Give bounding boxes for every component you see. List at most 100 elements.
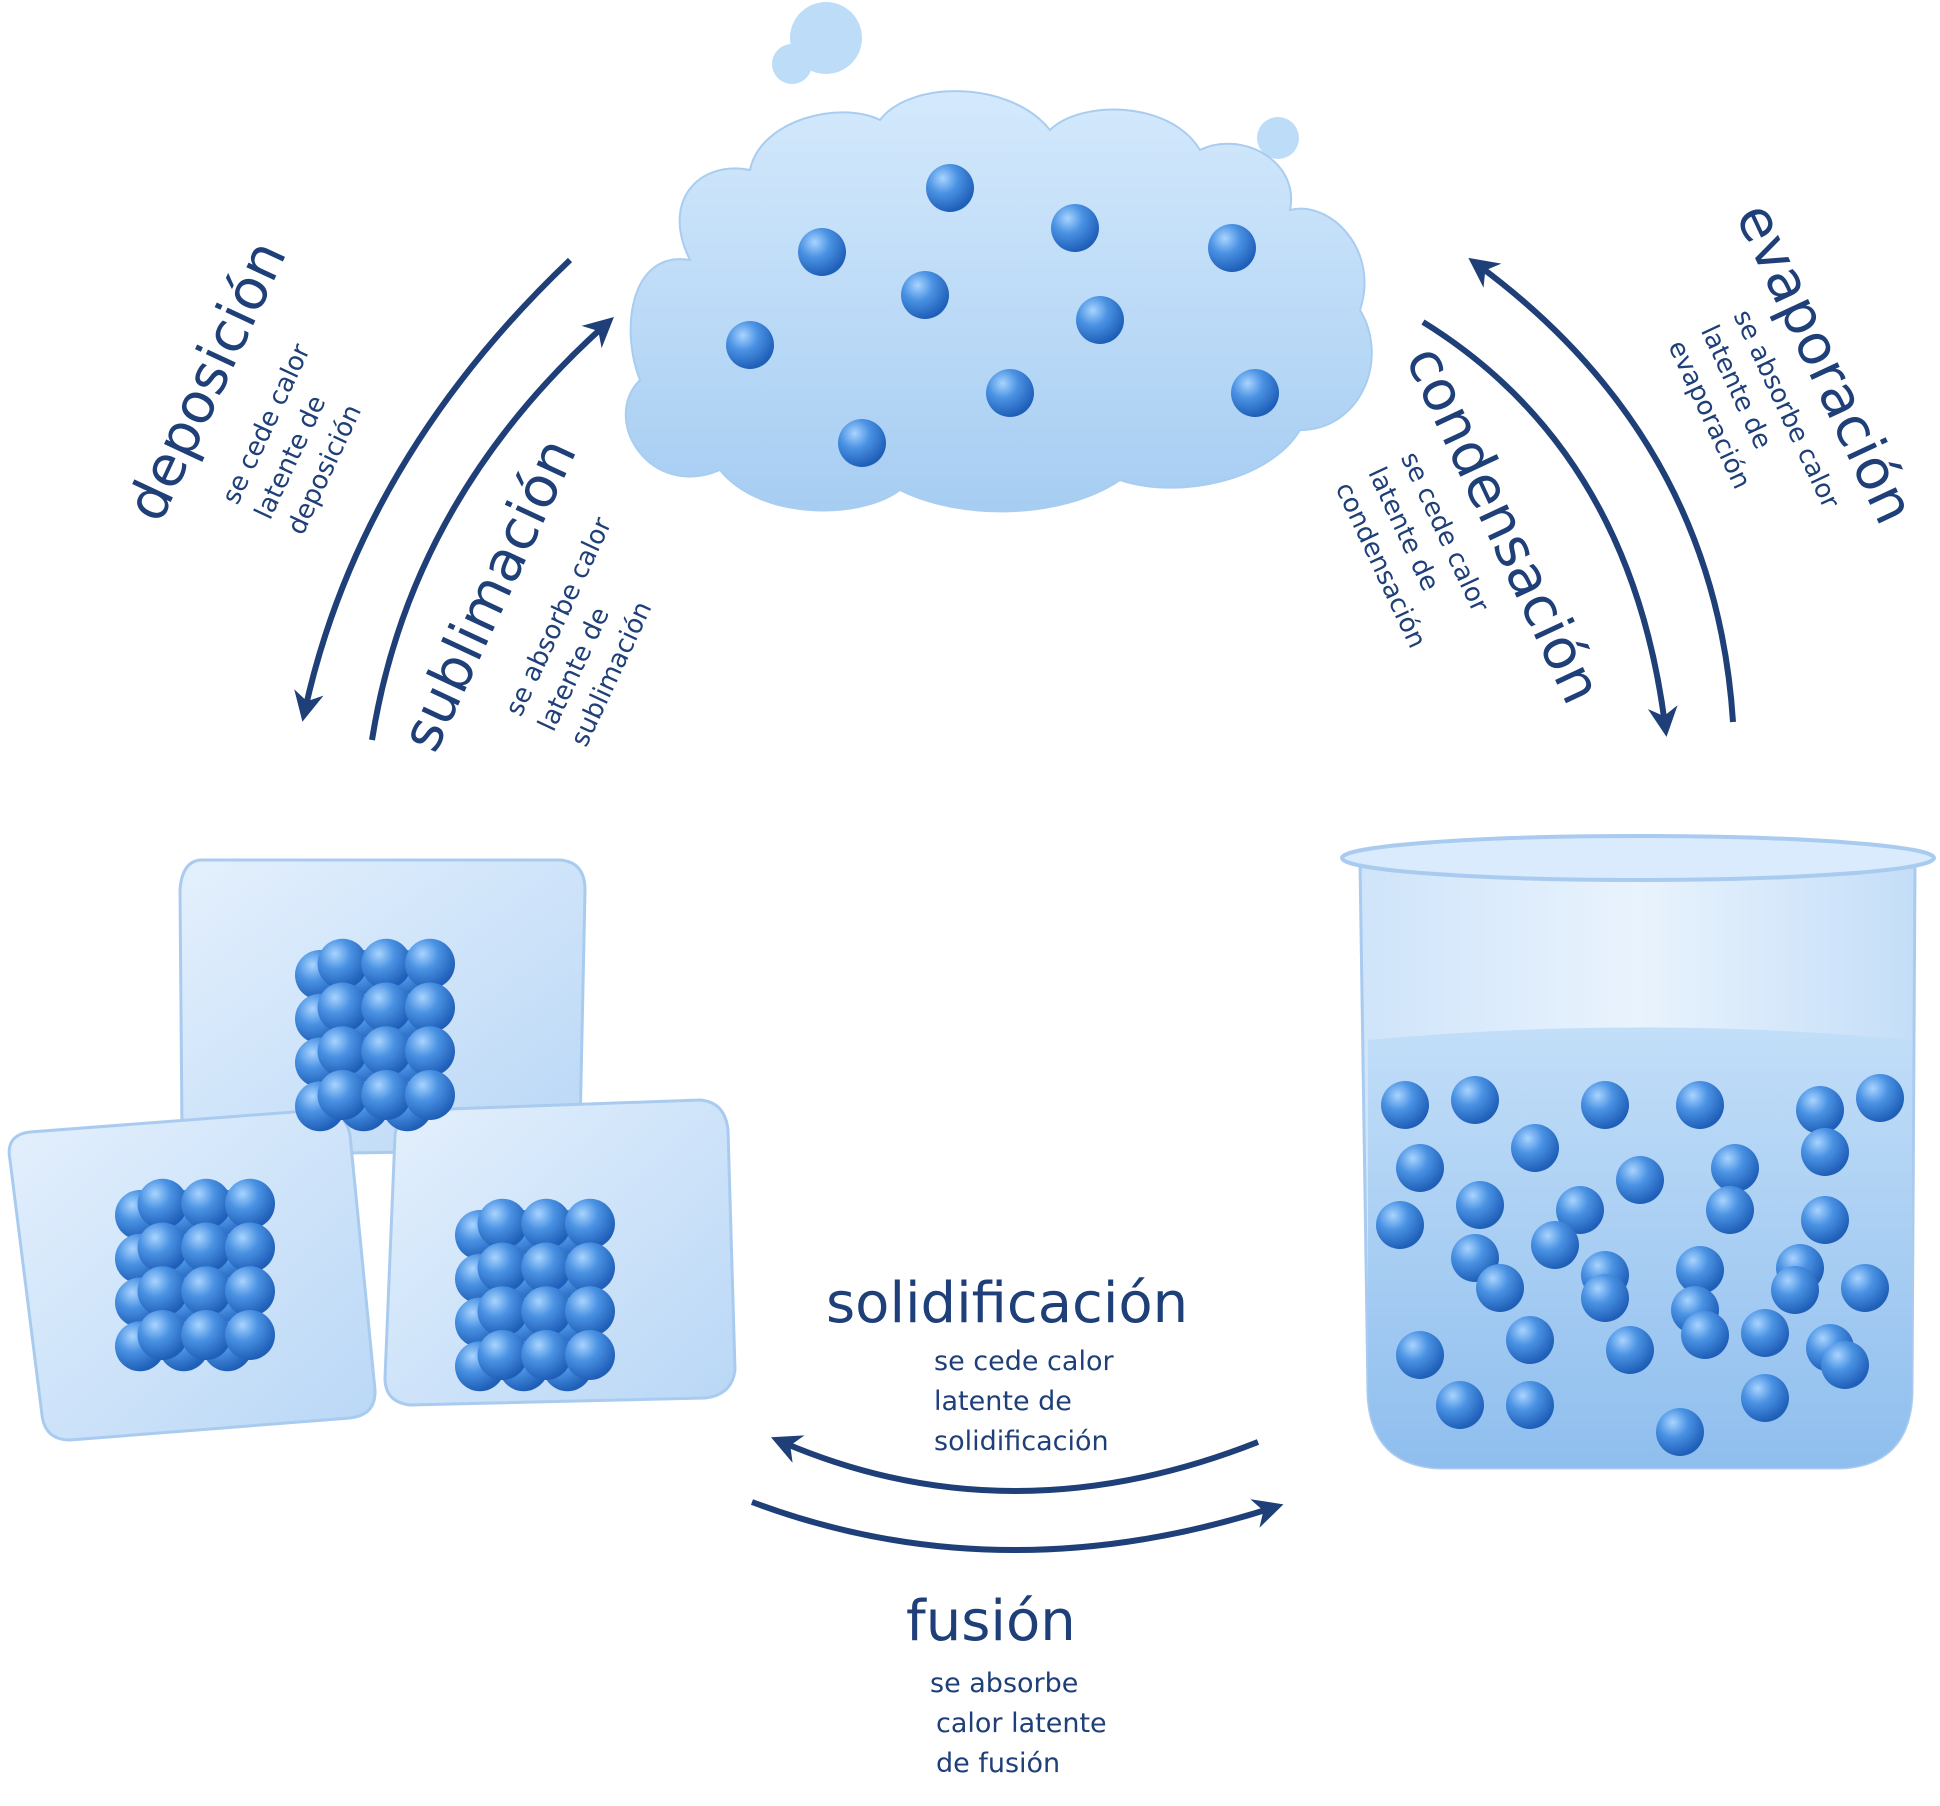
liquid-molecule [1381,1081,1429,1129]
liquid-molecule [1456,1181,1504,1229]
liquid-molecule [1741,1374,1789,1422]
liquid-molecule [1676,1246,1724,1294]
liquid-molecule [1616,1156,1664,1204]
liquid-molecule [1856,1074,1904,1122]
liquid-molecule [1556,1186,1604,1234]
solid-molecule [317,1026,368,1077]
liquid-molecule [1606,1326,1654,1374]
solid-molecule [565,1198,615,1249]
gas-molecule [1051,204,1099,252]
gas-molecule [838,419,886,467]
solid-molecule [521,1198,572,1249]
solid-molecule [137,1310,188,1360]
solid-molecule [225,1266,275,1317]
label-fusion: fusión se absorbe calor latente de fusió… [906,1589,1107,1779]
liquid-molecule [1801,1196,1849,1244]
solid-molecule [361,1070,412,1120]
fusion-line1: se absorbe [930,1668,1078,1699]
liquid-molecule [1821,1341,1869,1389]
fusion-title: fusión [906,1589,1076,1654]
solid-molecule [181,1266,232,1317]
liquid-molecule [1376,1201,1424,1249]
arrow-deposicion [294,257,573,722]
solid-molecule [405,1070,455,1120]
solid-molecule [361,938,412,989]
solidificacion-line3: solidificación [934,1426,1109,1457]
arrow-solidificacion [770,1435,1260,1494]
solid-molecule [225,1222,275,1273]
solid-molecule [137,1178,188,1229]
liquid-molecule [1711,1144,1759,1192]
fusion-line3: de fusión [936,1748,1060,1779]
solid-molecule [405,938,455,989]
liquid-molecule [1436,1381,1484,1429]
solid-molecule [565,1242,615,1293]
arrows [294,257,1736,1553]
liquid-molecule [1451,1076,1499,1124]
liquid-molecule [1506,1381,1554,1429]
solid-molecule [565,1286,615,1337]
solid-molecule [565,1330,615,1380]
solid-molecule [477,1286,528,1337]
solid-molecule [405,982,455,1033]
solid-molecule [225,1178,275,1229]
liquid-molecule [1676,1081,1724,1129]
solid-molecule [361,982,412,1033]
gas-molecule [901,271,949,319]
label-evaporacion: evaporación se absorbe calor latente de … [1662,193,1928,533]
liquid-molecule [1706,1186,1754,1234]
solid-molecule [181,1222,232,1273]
solid-molecule [225,1310,275,1360]
liquid-molecule [1656,1408,1704,1456]
liquid-molecule [1476,1264,1524,1312]
arrow-fusion [750,1499,1284,1553]
solid-molecule [477,1198,528,1249]
solid-molecule [181,1310,232,1360]
gas-molecule [798,228,846,276]
liquid-molecule [1531,1221,1579,1269]
solid-molecule [317,1070,368,1120]
gas-molecule [986,369,1034,417]
solid-molecule [181,1178,232,1229]
fusion-line2: calor latente [936,1708,1107,1739]
liquid-molecule [1841,1264,1889,1312]
label-sublimacion: sublimación se absorbe calor latente de … [389,429,659,761]
molecules [115,164,1904,1456]
arrow-evaporacion [1468,257,1736,723]
liquid-molecule [1771,1266,1819,1314]
gas-molecule [926,164,974,212]
bubble [772,44,812,84]
arrow-sublimacion [369,316,614,741]
liquid-molecule [1396,1144,1444,1192]
solid-molecule [137,1266,188,1317]
solid-molecule [477,1242,528,1293]
solidificacion-title: solidificación [826,1271,1188,1336]
liquid-molecule [1681,1311,1729,1359]
beaker-rim [1340,834,1936,882]
bubble [1257,117,1299,159]
liquid-molecule [1801,1128,1849,1176]
cloud-gas [624,2,1373,513]
solid-molecule [317,938,368,989]
solidificacion-line2: latente de [934,1386,1072,1417]
solid-molecule [521,1286,572,1337]
solid-molecule [521,1242,572,1293]
liquid-molecule [1581,1274,1629,1322]
label-solidificacion: solidificación se cede calor latente de … [826,1271,1188,1457]
arrow-condensacion [1421,319,1678,737]
gas-molecule [1231,369,1279,417]
liquid-molecule [1741,1309,1789,1357]
liquid-molecule [1581,1081,1629,1129]
liquid-molecule [1511,1124,1559,1172]
liquid-molecule [1396,1331,1444,1379]
gas-molecule [1076,296,1124,344]
gas-molecule [1208,224,1256,272]
solid-molecule [521,1330,572,1380]
solid-molecule [361,1026,412,1077]
solid-molecule [137,1222,188,1273]
liquid-molecule [1796,1086,1844,1134]
gas-molecule [726,321,774,369]
cloud-shape [624,90,1373,513]
water [1368,1027,1912,1468]
